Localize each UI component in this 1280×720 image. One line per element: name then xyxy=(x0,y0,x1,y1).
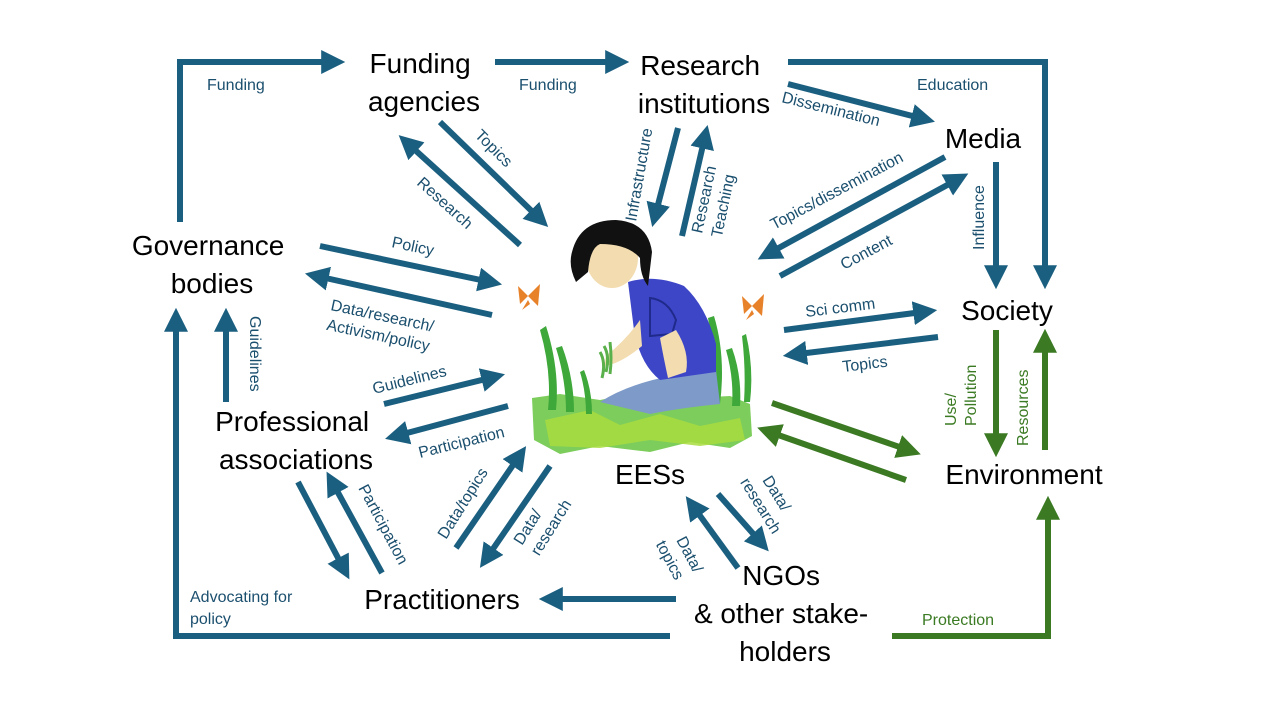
node-eess: EESs xyxy=(615,459,685,490)
label-resources: Resources xyxy=(1015,370,1032,446)
label-data-research-activism: Data/research/ Activism/policy xyxy=(325,297,440,356)
butterfly-right-icon xyxy=(742,294,764,320)
arrow-pa-to-practitioners xyxy=(295,480,350,580)
label-protection: Protection xyxy=(922,612,994,629)
blue-arrows xyxy=(164,50,1057,639)
label-data-research-pr: Data/ research xyxy=(511,486,575,558)
label-infrastructure: Infrastructure xyxy=(623,127,656,223)
arrow-funding-to-eess xyxy=(437,119,549,228)
label-advocating: Advocating for policy xyxy=(190,589,297,628)
label-use-pollution: Use/ Pollution xyxy=(943,365,980,426)
label-funding-left: Funding xyxy=(207,77,265,94)
label-topics-society: Topics xyxy=(841,354,888,376)
node-funding-agencies: Funding agencies xyxy=(368,48,480,117)
arrow-pa-to-eess xyxy=(383,368,505,407)
arrow-practitioners-to-eess xyxy=(453,446,527,550)
label-policy: Policy xyxy=(390,234,435,260)
node-ngos: NGOs & other stake- holders xyxy=(694,560,876,667)
arrow-research-to-society xyxy=(788,59,1057,290)
label-guidelines-vertical: Guidelines xyxy=(246,316,263,392)
arrow-ngos-to-environment xyxy=(892,495,1060,639)
node-environment: Environment xyxy=(945,459,1102,490)
arrow-society-to-eess xyxy=(782,334,939,365)
arrow-research-to-media xyxy=(787,81,935,128)
arrow-governance-to-eess xyxy=(319,243,503,292)
arrow-media-to-eess xyxy=(757,154,947,260)
arrow-ngos-to-eess xyxy=(685,496,741,570)
label-participation-pr: Participation xyxy=(354,482,410,568)
arrow-practitioners-to-pa xyxy=(326,471,385,575)
label-data-topics-ngo: Data/ topics xyxy=(652,529,708,589)
arrow-governance-to-funding xyxy=(177,50,346,222)
butterfly-left-icon xyxy=(518,284,540,310)
arrow-eess-to-pa xyxy=(385,403,509,445)
arrow-eess-to-media xyxy=(778,173,969,279)
scientist-illustration xyxy=(518,220,764,454)
arrow-eess-to-society xyxy=(783,301,938,333)
arrow-eess-to-ngos xyxy=(715,492,769,552)
arrow-ngos-to-governance xyxy=(164,307,670,639)
node-research-institutions: Research institutions xyxy=(638,50,770,119)
green-arrows xyxy=(757,328,1060,639)
node-practitioners: Practitioners xyxy=(364,584,520,615)
arrow-eess-to-environment xyxy=(771,400,921,458)
node-governance-bodies: Governance bodies xyxy=(132,230,292,299)
node-society: Society xyxy=(961,295,1053,326)
arrow-research-to-eess xyxy=(646,127,681,227)
arrow-environment-to-eess xyxy=(757,424,907,483)
label-research-fa: Research xyxy=(413,174,475,232)
arrow-eess-to-practitioners xyxy=(479,464,553,568)
label-education: Education xyxy=(917,77,988,94)
node-professional-associations: Professional associations xyxy=(215,406,377,475)
arrow-eess-to-research xyxy=(679,124,714,237)
arrow-eess-to-funding xyxy=(398,135,523,248)
label-topics-fa: Topics xyxy=(471,127,515,171)
node-media: Media xyxy=(945,123,1022,154)
arrow-eess-to-governance xyxy=(304,266,493,318)
nodes: Funding agencies Research institutions M… xyxy=(132,48,1103,667)
label-influence: Influence xyxy=(971,185,988,250)
label-funding-mid: Funding xyxy=(519,77,577,94)
